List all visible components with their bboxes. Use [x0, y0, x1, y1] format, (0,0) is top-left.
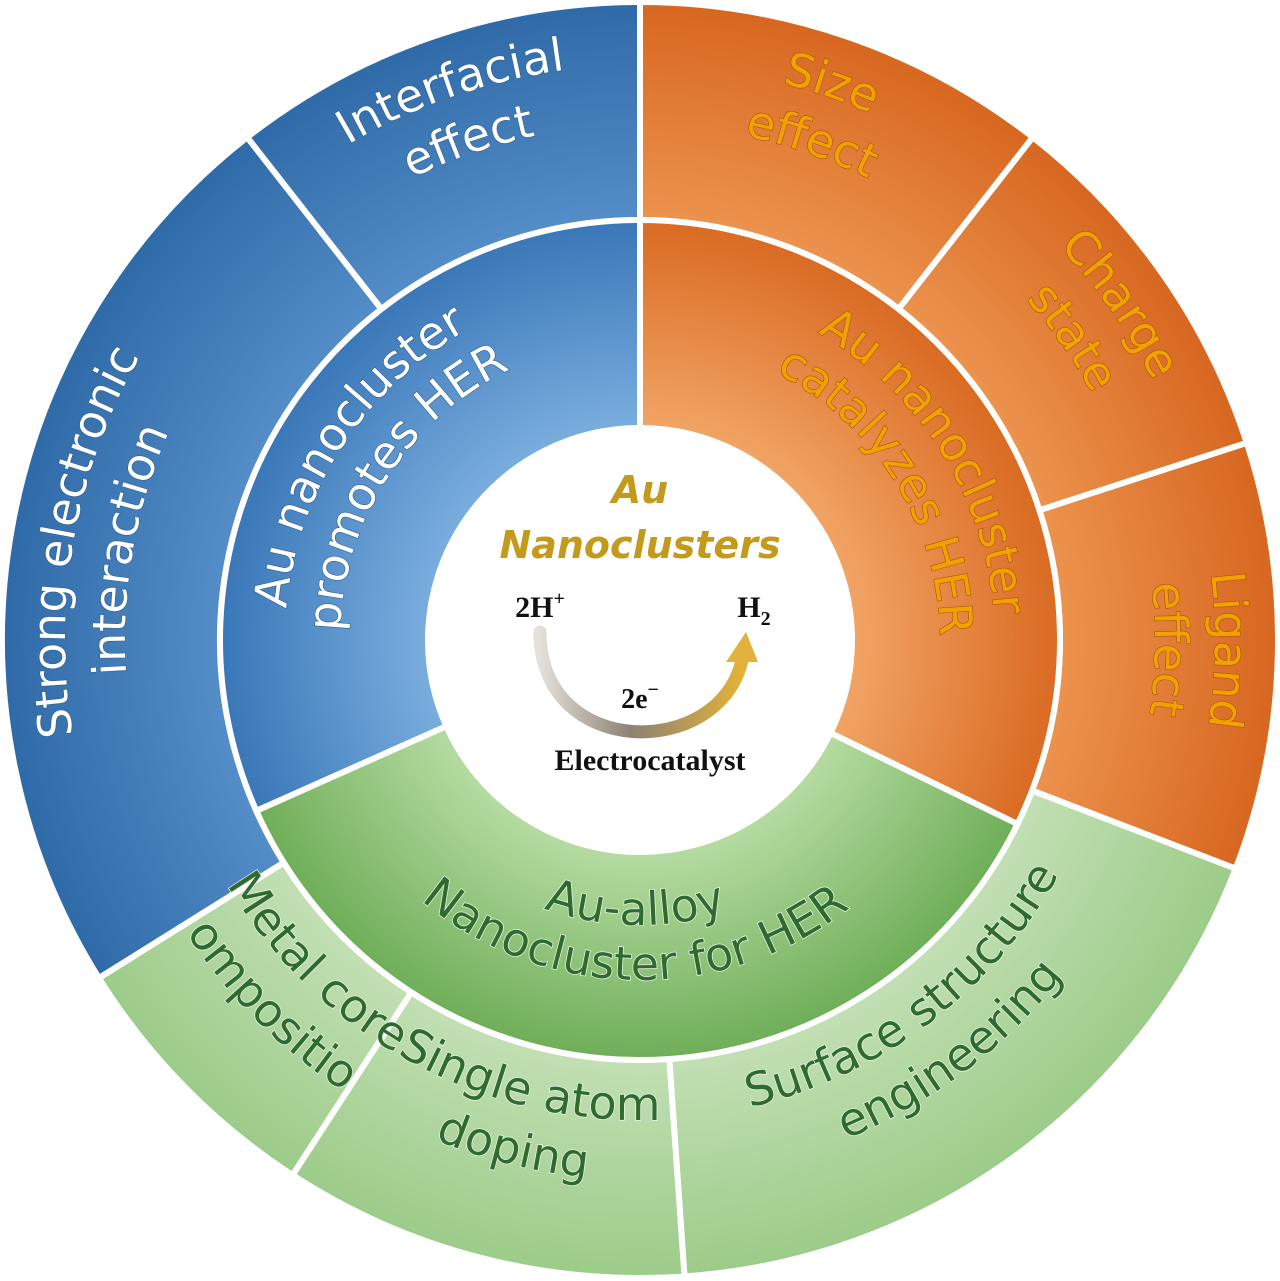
- outer-ligand-label-line1-path: Ligand: [1197, 568, 1259, 732]
- inner-segment-green: [252, 722, 1022, 1063]
- product-label: H2: [737, 591, 770, 630]
- reactant-base: 2H: [515, 591, 553, 624]
- electrons-charge: −: [648, 679, 659, 701]
- product-base: H: [737, 591, 760, 624]
- electrocatalyst-caption: Electrocatalyst: [554, 744, 745, 777]
- electrons-base: 2e: [621, 684, 647, 715]
- reactant-label: 2H+: [515, 588, 565, 624]
- center-title-line1: Au: [609, 468, 668, 512]
- reactant-charge: +: [553, 588, 564, 610]
- inner-segment-blue: [217, 216, 643, 815]
- center-circle: [428, 428, 852, 852]
- outer-ligand-label-line2-path: effect: [1138, 579, 1199, 721]
- reaction-arrow-curve: [533, 625, 749, 739]
- outer-ligand-label-line1: Ligand: [1198, 569, 1258, 732]
- center-title-line2: Nanoclusters: [499, 523, 780, 567]
- inner-ring: [217, 216, 1063, 1063]
- electrons-label: 2e−: [621, 679, 659, 715]
- product-subscript: 2: [761, 608, 771, 630]
- reaction-arrowhead: [726, 632, 758, 662]
- outer-ligand-label-line2: effect: [1139, 580, 1199, 720]
